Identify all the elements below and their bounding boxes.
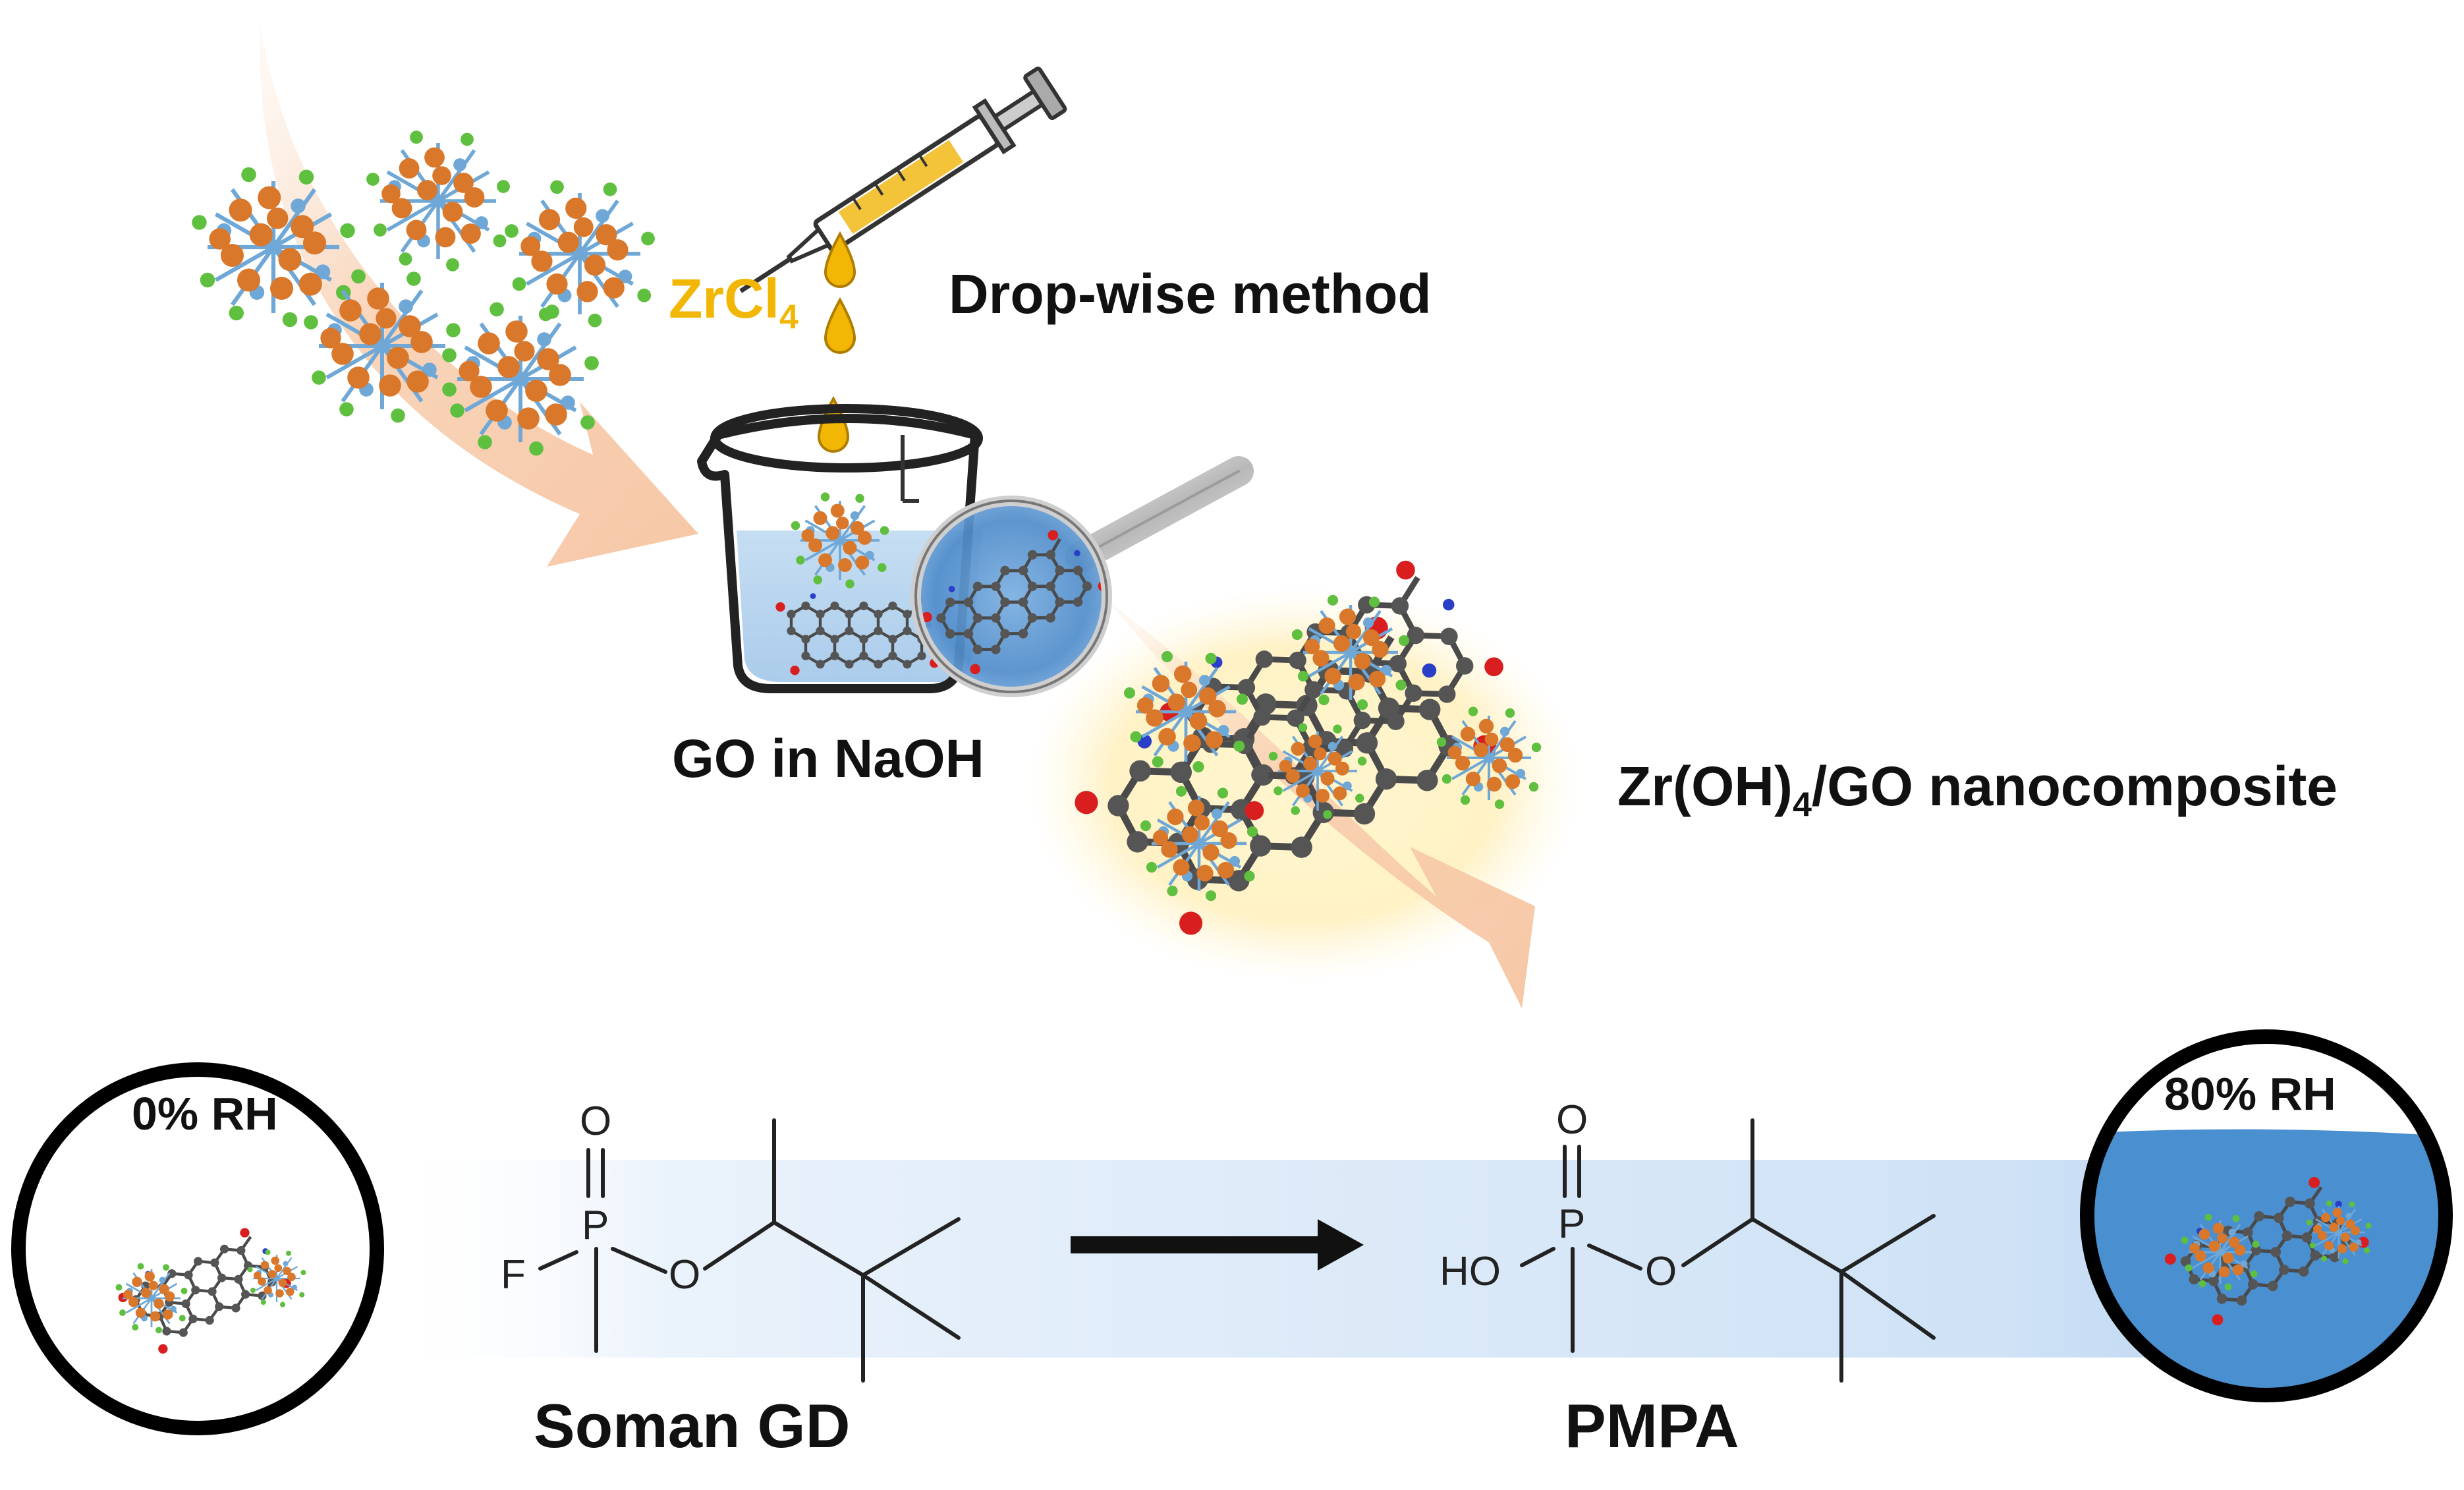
rh-high-label: 80% RH [2164, 1068, 2336, 1120]
pmpa-atom-labels: O P HO O [1440, 1097, 1677, 1294]
reaction-arrow-icon [1071, 1219, 1364, 1271]
pmpa-structure [1520, 1118, 1936, 1383]
product-subscript: 4 [1792, 786, 1812, 824]
pmpa-atom-p: P [1558, 1201, 1585, 1247]
soman-atom-o: O [580, 1099, 611, 1144]
syringe-icon [739, 67, 1067, 293]
magnifier-icon [910, 456, 1254, 697]
reagent-subscript: 4 [779, 298, 798, 337]
product-label: Zr(OH)4/GO nanocomposite [1617, 755, 2338, 825]
reagent-text: ZrCl [669, 268, 779, 330]
soman-atom-f: F [501, 1252, 526, 1298]
reactant-label: Soman GD [534, 1391, 851, 1460]
circle-humid [2080, 1029, 2453, 1402]
beaker-label: GO in NaOH [672, 729, 984, 789]
method-label: Drop-wise method [949, 263, 1432, 325]
product-molecule-label: PMPA [1565, 1391, 1739, 1460]
rh-low-label: 0% RH [132, 1088, 278, 1139]
circle-dry [11, 1062, 384, 1435]
flow-arrow-upper [260, 23, 698, 567]
product-text-pre: Zr(OH) [1617, 755, 1793, 817]
soman-atom-o-ester: O [669, 1252, 700, 1298]
reagent-label: ZrCl4 [669, 267, 798, 337]
pmpa-atom-ho: HO [1440, 1249, 1501, 1294]
pmpa-atom-o-ester: O [1645, 1249, 1677, 1294]
soman-structure [538, 1118, 961, 1383]
pmpa-atom-o: O [1556, 1097, 1588, 1143]
droplet-icon [817, 231, 856, 453]
product-text-post: /GO nanocomposite [1811, 755, 2338, 817]
soman-atom-p: P [582, 1203, 609, 1248]
soman-atom-labels: O P F O [501, 1099, 700, 1298]
